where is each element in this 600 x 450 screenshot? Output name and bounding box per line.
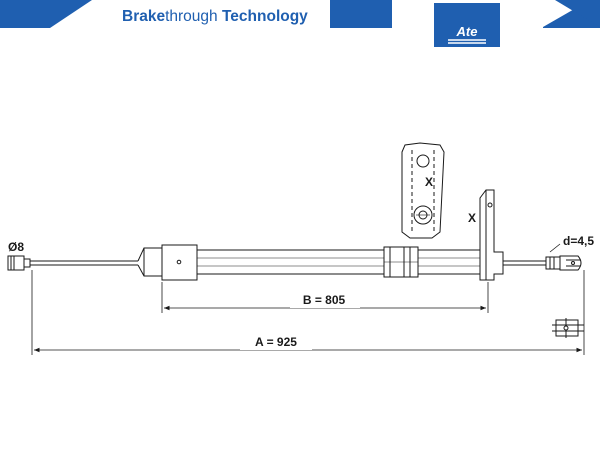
detail-marker-bracket: X [425,175,433,189]
banner-middle-bar [330,0,392,28]
diameter-label: Ø8 [8,240,24,254]
banner-right-wedge [555,0,600,27]
tagline-regular: through [165,8,218,25]
left-end-fitting [7,255,25,271]
left-taper [137,247,163,277]
bracket-detail [401,142,445,239]
end-view-detail [552,318,584,338]
dimension-b-label: B = 805 [303,293,346,307]
tagline-bold: Brake [122,8,165,25]
bracket-upper-hole [416,154,430,168]
cable-assembly [7,189,582,281]
detail-marker-plate: X [468,211,476,225]
header-banner: Brakethrough Technology Ate [0,0,600,47]
end-diameter-label: d=4,5 [563,234,594,248]
ate-logo-text: Ate [456,24,478,39]
banner-tagline-box [118,2,330,28]
left-collar [23,258,31,268]
brand-tagline: Brakethrough Technology [122,8,308,25]
banner-left-bar [0,0,92,28]
right-end-sleeve [545,256,561,270]
ate-logo-icon: Ate [448,24,486,44]
tagline-end: Technology [218,8,309,25]
dimension-a-label: A = 925 [255,335,297,349]
mounting-plate-hole [487,202,493,208]
sleeve-hole [176,259,182,265]
right-fork-end [559,255,582,271]
fork-pin-hole [571,261,575,265]
